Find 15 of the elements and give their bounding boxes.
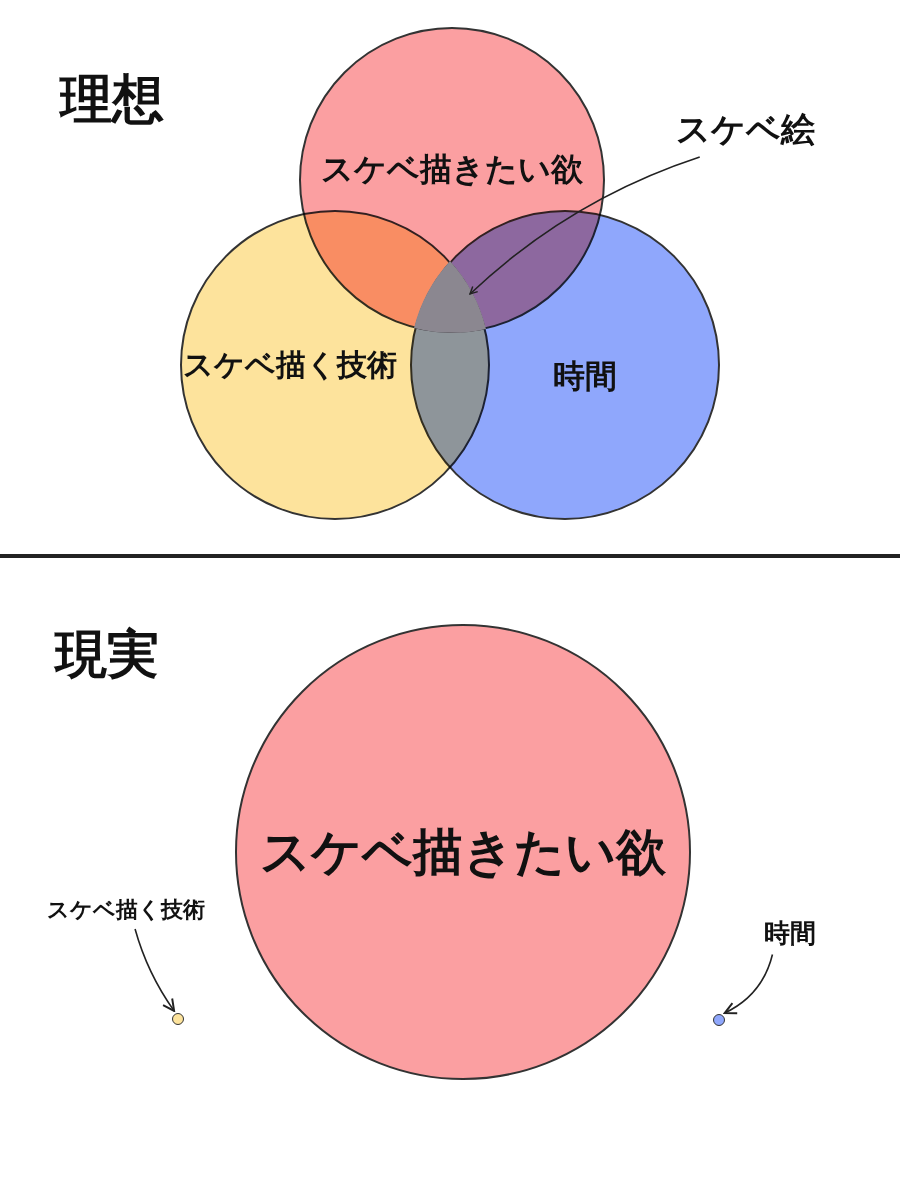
- dot-marker: [172, 1013, 184, 1025]
- arrow: [134, 928, 176, 1012]
- circle-label: スケベ描く技術: [183, 345, 397, 384]
- overlap-region: [414, 261, 486, 333]
- dot-marker: [713, 1014, 725, 1026]
- section-heading: 理想: [60, 68, 164, 131]
- circle-label: 時間: [553, 356, 617, 397]
- callout-text: スケベ描く技術: [47, 895, 205, 925]
- leader-line: [469, 156, 701, 295]
- callout-text: スケベ絵: [675, 107, 815, 153]
- circle-label: スケベ描きたい欲: [321, 149, 583, 190]
- circle-label: スケベ描きたい欲: [260, 821, 666, 883]
- arrow: [723, 953, 774, 1014]
- section-heading: 現実: [55, 623, 159, 686]
- callout-text: 時間: [764, 915, 816, 951]
